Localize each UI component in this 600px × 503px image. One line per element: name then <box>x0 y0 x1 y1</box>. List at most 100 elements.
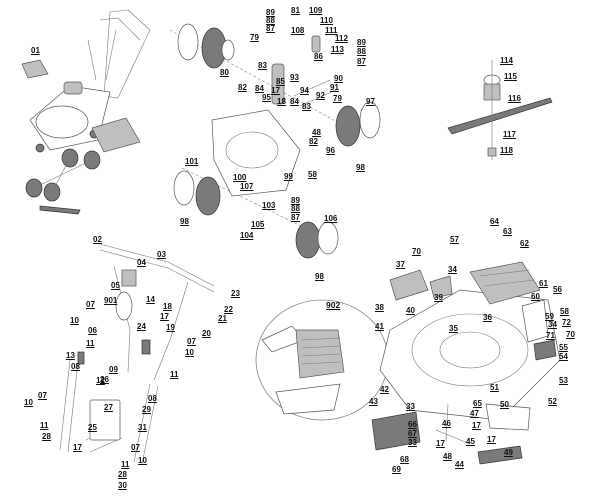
callout-label: 17 <box>73 443 82 452</box>
callout-label: 88 <box>266 16 275 25</box>
callout-label: 105 <box>251 220 265 229</box>
callout-label: 62 <box>520 239 529 248</box>
callout-label: 66 <box>408 420 417 429</box>
callout-label: 89 <box>266 8 275 17</box>
callout-label: 40 <box>406 306 415 315</box>
callout-label: 28 <box>118 470 127 479</box>
callout-label: 19 <box>166 323 175 332</box>
callout-label: 83 <box>302 102 311 111</box>
callout-label: 85 <box>276 77 285 86</box>
callout-label: 88 <box>291 204 300 213</box>
callout-label: 25 <box>88 423 97 432</box>
callout-label: 70 <box>566 330 575 339</box>
callout-label: 49 <box>504 448 513 457</box>
callout-label: 57 <box>450 235 459 244</box>
callout-label: 04 <box>137 258 146 267</box>
callout-label: 10 <box>24 398 33 407</box>
callout-label: 98 <box>180 217 189 226</box>
callout-label: 98 <box>315 272 324 281</box>
callout-label: 23 <box>231 289 240 298</box>
mower-overview <box>21 9 151 215</box>
callout-label: 83 <box>258 61 267 70</box>
callout-label: 37 <box>396 260 405 269</box>
callout-label: 31 <box>138 423 147 432</box>
callout-label: 70 <box>412 247 421 256</box>
callout-label: 48 <box>443 452 452 461</box>
callout-label: 58 <box>560 307 569 316</box>
callout-label: 14 <box>146 295 155 304</box>
callout-label: 84 <box>255 84 264 93</box>
callout-label: 68 <box>400 455 409 464</box>
callout-label: 28 <box>42 432 51 441</box>
callout-label: 87 <box>291 213 300 222</box>
callout-label: 114 <box>500 56 513 65</box>
wheel-assembly-top <box>169 23 381 259</box>
callout-label: 30 <box>118 481 127 490</box>
callout-label: 79 <box>250 33 259 42</box>
callout-label: 82 <box>309 137 318 146</box>
callout-label: 61 <box>539 279 548 288</box>
callout-label: 100 <box>233 173 247 182</box>
callout-label: 86 <box>314 52 323 61</box>
callout-label: 63 <box>503 227 512 236</box>
callout-label: 47 <box>470 409 479 418</box>
callout-label: 39 <box>434 293 443 302</box>
callout-label: 51 <box>490 383 499 392</box>
callout-label: 26 <box>100 375 109 384</box>
callout-label: 87 <box>357 57 366 66</box>
callout-label: 72 <box>562 318 571 327</box>
callout-label: 33 <box>406 402 415 411</box>
callout-label: 89 <box>291 196 300 205</box>
callout-label: 34 <box>548 320 557 329</box>
callout-label: 17 <box>271 86 280 95</box>
callout-label: 54 <box>559 352 568 361</box>
callout-label: 34 <box>448 265 457 274</box>
callout-label: 17 <box>472 421 481 430</box>
callout-label: 11 <box>40 421 49 430</box>
callout-label: 56 <box>553 285 562 294</box>
callout-label: 41 <box>375 322 384 331</box>
callout-label: 112 <box>335 34 348 43</box>
callout-label: 52 <box>548 397 557 406</box>
callout-label: 27 <box>104 403 113 412</box>
callout-label: 03 <box>157 250 166 259</box>
callout-label: 67 <box>408 429 417 438</box>
callout-label: 92 <box>316 91 325 100</box>
callout-label: 17 <box>160 312 169 321</box>
callout-label: 10 <box>70 316 79 325</box>
callout-label: 58 <box>308 170 317 179</box>
callout-label: 48 <box>312 128 321 137</box>
callout-label: 59 <box>545 312 554 321</box>
callout-label: 69 <box>392 465 401 474</box>
handle-assembly <box>59 243 215 465</box>
callout-label: 07 <box>86 300 95 309</box>
callout-label: 35 <box>449 324 458 333</box>
callout-label: 97 <box>366 97 375 106</box>
callout-label: 111 <box>325 26 338 35</box>
callout-label: 115 <box>504 72 517 81</box>
callout-label: 44 <box>455 460 464 469</box>
callout-label: 21 <box>218 314 227 323</box>
callout-label: 99 <box>284 172 293 181</box>
callout-label: 82 <box>238 83 247 92</box>
callout-label: 11 <box>86 339 95 348</box>
callout-label: 79 <box>333 94 342 103</box>
callout-label: 12 <box>96 376 105 385</box>
callout-label: 95 <box>262 93 271 102</box>
callout-label: 11 <box>170 370 179 379</box>
callout-label: 11 <box>121 460 130 469</box>
callout-label: 42 <box>380 385 389 394</box>
callout-label: 08 <box>71 362 80 371</box>
callout-label: 46 <box>442 419 451 428</box>
callout-label: 64 <box>490 217 499 226</box>
callout-label: 84 <box>290 97 299 106</box>
callout-label: 113 <box>331 45 344 54</box>
callout-label: 07 <box>38 391 47 400</box>
callout-label: 55 <box>559 343 568 352</box>
callout-label: 90 <box>334 74 343 83</box>
callout-label: 36 <box>483 313 492 322</box>
callout-label: 118 <box>500 146 513 155</box>
callout-label: 02 <box>93 235 102 244</box>
callout-label: 101 <box>185 157 199 166</box>
